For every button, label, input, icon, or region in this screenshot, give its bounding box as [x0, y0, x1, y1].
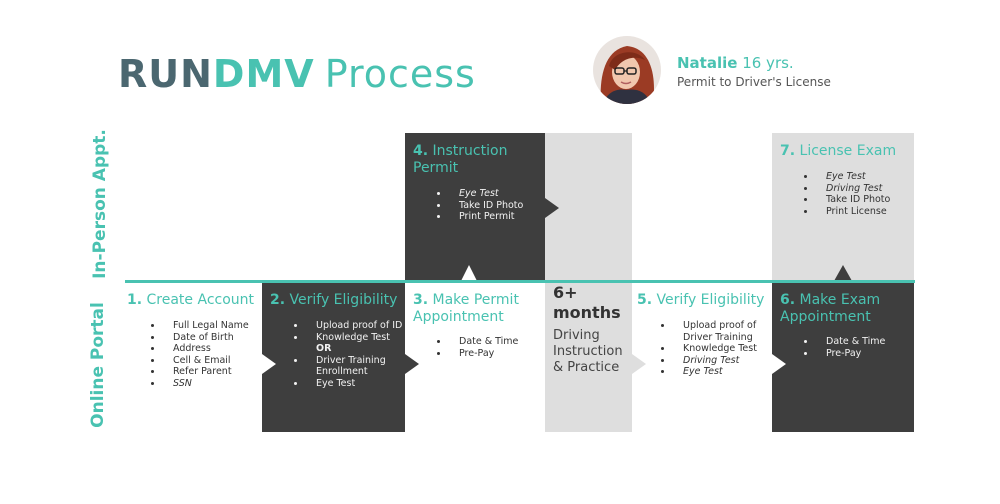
step-4-title: 4. Instruction Permit	[413, 143, 508, 176]
brand-process: Process	[324, 52, 476, 96]
arrow-into-step-2	[262, 354, 276, 374]
brand-run: RUN	[118, 52, 213, 96]
list-item: Take ID Photo	[816, 194, 916, 206]
step-7-box	[772, 133, 914, 281]
arrow-into-step-6	[772, 354, 786, 374]
step-4-box	[405, 133, 545, 281]
step-3-title: 3. Make Permit Appointment	[413, 292, 519, 325]
step-2-box	[262, 283, 405, 432]
step-6-box	[772, 283, 914, 432]
list-item: Knowledge Test	[673, 343, 783, 355]
avatar	[593, 36, 661, 104]
list-item: Eye Test	[449, 188, 549, 200]
step-7-list: Eye Test Driving Test Take ID Photo Prin…	[800, 171, 916, 217]
arrow-up-to-step-7	[834, 265, 852, 281]
list-item: SSN	[163, 378, 275, 390]
step-1-list: Full Legal Name Date of Birth Address Ce…	[147, 320, 275, 389]
step-3-list: Date & Time Pre-Pay	[433, 336, 549, 359]
row-divider	[125, 280, 915, 283]
persona-age: 16 yrs.	[737, 54, 794, 72]
arrow-out-of-step-2	[405, 354, 419, 374]
step-5-list: Upload proof of Driver Training Knowledg…	[657, 320, 783, 378]
step-7-title: 7. License Exam	[780, 143, 897, 159]
list-item: Pre-Pay	[449, 348, 549, 360]
persona-name-line: Natalie 16 yrs.	[677, 54, 794, 72]
step-2-list: Upload proof of ID Knowledge Test OR Dri…	[290, 320, 418, 389]
step-5-title: 5. Verify Eligibility	[637, 292, 765, 308]
avatar-photo-icon	[593, 36, 661, 104]
list-item: Address	[163, 343, 275, 355]
list-item: Eye Test	[673, 366, 783, 378]
arrow-up-to-step-4	[461, 265, 477, 281]
list-item: Pre-Pay	[816, 348, 916, 360]
list-item: Full Legal Name	[163, 320, 275, 332]
wait-duration: 6+months	[553, 283, 621, 322]
list-item: Knowledge Test	[306, 332, 418, 344]
step-6-list: Date & Time Pre-Pay	[800, 336, 916, 359]
step-6-title: 6. Make Exam Appointment	[780, 292, 881, 325]
list-item: Driving Test	[816, 183, 916, 195]
list-item: Take ID Photo	[449, 200, 549, 212]
step-2-title: 2. Verify Eligibility	[270, 292, 398, 308]
list-item-or: OR	[316, 343, 332, 354]
list-item: Print License	[816, 206, 916, 218]
list-item: Cell & Email	[163, 355, 275, 367]
step-4-list: Eye Test Take ID Photo Print Permit	[433, 188, 549, 223]
arrow-out-of-step-4	[545, 198, 559, 218]
brand-dmv: DMV	[212, 52, 315, 96]
persona-name: Natalie	[677, 54, 738, 72]
list-item: Eye Test	[816, 171, 916, 183]
arrow-out-of-wait	[632, 354, 646, 374]
list-item: Driver Training Enrollment	[306, 355, 418, 378]
list-item: Refer Parent	[163, 366, 275, 378]
step-1-title: 1. Create Account	[127, 292, 255, 308]
list-item: Upload proof of ID	[306, 320, 418, 332]
list-item: Date of Birth	[163, 332, 275, 344]
list-item: Upload proof of Driver Training	[673, 320, 783, 343]
list-item: Date & Time	[449, 336, 549, 348]
list-item: Driving Test	[673, 355, 783, 367]
list-item: Date & Time	[816, 336, 916, 348]
persona-description: Permit to Driver's License	[677, 75, 831, 89]
list-item: Eye Test	[306, 378, 418, 390]
list-item: Print Permit	[449, 211, 549, 223]
